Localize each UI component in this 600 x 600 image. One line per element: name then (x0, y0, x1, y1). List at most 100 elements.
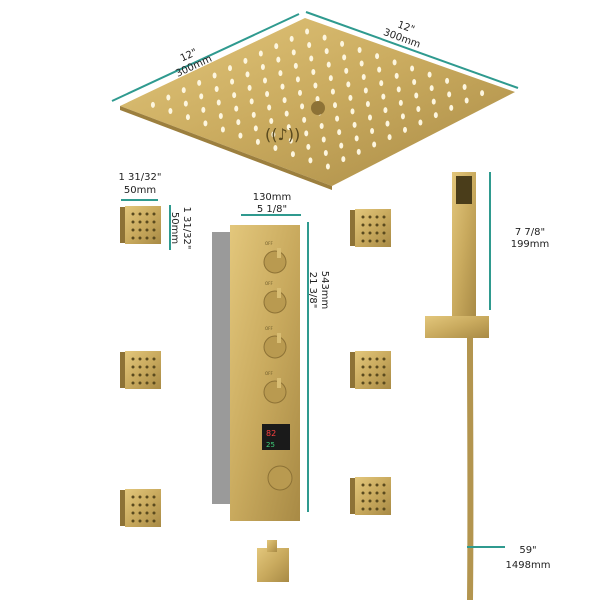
nozzle (449, 104, 454, 111)
nozzle (352, 121, 357, 128)
diverter-knob[interactable] (263, 380, 287, 404)
nozzle (368, 114, 372, 121)
rain-head-right-dimension-line (305, 11, 519, 89)
nozzle (370, 128, 375, 134)
body-jet (120, 351, 161, 389)
nozzle (447, 91, 452, 98)
nozzle (416, 106, 421, 112)
nozzle (445, 77, 450, 84)
nozzle (199, 93, 204, 100)
nozzle (418, 119, 423, 126)
nozzle (403, 126, 407, 133)
nozzle (289, 35, 294, 42)
bluetooth-music-icon: ((♪)) (265, 125, 300, 144)
nozzle (286, 124, 291, 131)
nozzle (236, 119, 241, 126)
valve-height-mm: 543mm (319, 271, 330, 310)
nozzle (214, 86, 219, 92)
body-jet (350, 209, 391, 247)
nozzle (394, 72, 399, 79)
nozzle (381, 93, 386, 100)
nozzle (249, 98, 254, 105)
nozzle (431, 98, 436, 105)
nozzle (315, 96, 320, 102)
nozzle (263, 77, 267, 84)
nozzle (274, 43, 279, 50)
nozzle (201, 106, 206, 113)
nozzle (410, 65, 415, 72)
rain-head-left-dimension-line (111, 13, 300, 102)
hand-shower-holder (425, 316, 489, 338)
nozzle (265, 91, 270, 97)
diverter-knob[interactable] (263, 290, 287, 314)
nozzle (387, 134, 392, 141)
nozzle (337, 129, 342, 136)
hand-shower-inch: 7 7/8" (515, 227, 545, 238)
nozzle (232, 92, 237, 99)
nozzle (295, 76, 300, 83)
nozzle (280, 83, 285, 90)
nozzle (346, 81, 351, 88)
nozzle (243, 57, 248, 64)
nozzle (328, 75, 333, 82)
jet-width-mm: 50mm (124, 185, 156, 196)
nozzle (197, 79, 202, 86)
nozzle (412, 79, 417, 85)
nozzle (203, 120, 208, 127)
nozzle (356, 148, 361, 155)
nozzle (365, 101, 370, 107)
nozzle (293, 62, 298, 69)
nozzle (218, 113, 223, 119)
nozzle (260, 64, 265, 70)
nozzle (247, 84, 252, 91)
body-jet (120, 489, 161, 527)
nozzle (359, 60, 364, 67)
nozzle (414, 92, 419, 99)
nozzle (313, 82, 318, 89)
body-jet (120, 206, 161, 244)
nozzle (326, 61, 331, 68)
nozzle (350, 108, 355, 115)
nozzle (238, 132, 243, 139)
nozzle (271, 131, 276, 138)
diverter-knob[interactable] (263, 250, 287, 274)
nozzle (166, 94, 171, 101)
nozzle (267, 104, 272, 111)
nozzle (429, 85, 434, 92)
nozzle (150, 101, 155, 108)
rain-shower-head: ((♪)) (120, 18, 515, 190)
nozzle (480, 90, 485, 97)
nozzle (234, 105, 239, 112)
body-jet (350, 477, 391, 515)
nozzle (255, 138, 260, 145)
nozzle (342, 54, 347, 61)
hand-shower (425, 172, 489, 600)
nozzle (354, 135, 359, 142)
diverter-knob[interactable] (263, 335, 287, 359)
nozzle (462, 84, 467, 90)
thermostat-knob (267, 465, 293, 491)
nozzle (357, 47, 362, 53)
nozzle (291, 49, 296, 56)
nozzle (464, 97, 469, 104)
nozzle (181, 87, 186, 94)
nozzle (319, 123, 324, 129)
nozzle (302, 116, 307, 123)
nozzle (245, 71, 250, 78)
nozzle (220, 126, 225, 133)
nozzle (276, 56, 281, 63)
nozzle (398, 99, 403, 106)
nozzle (375, 53, 380, 60)
nozzle (168, 108, 173, 114)
nozzle (228, 65, 232, 72)
nozzle (385, 120, 390, 127)
nozzle (396, 86, 401, 93)
nozzle (341, 156, 346, 163)
nozzle (308, 157, 313, 164)
nozzle (309, 55, 314, 62)
nozzle (348, 94, 353, 101)
knob-off-label: OFF (265, 326, 273, 331)
nozzle (269, 118, 274, 124)
